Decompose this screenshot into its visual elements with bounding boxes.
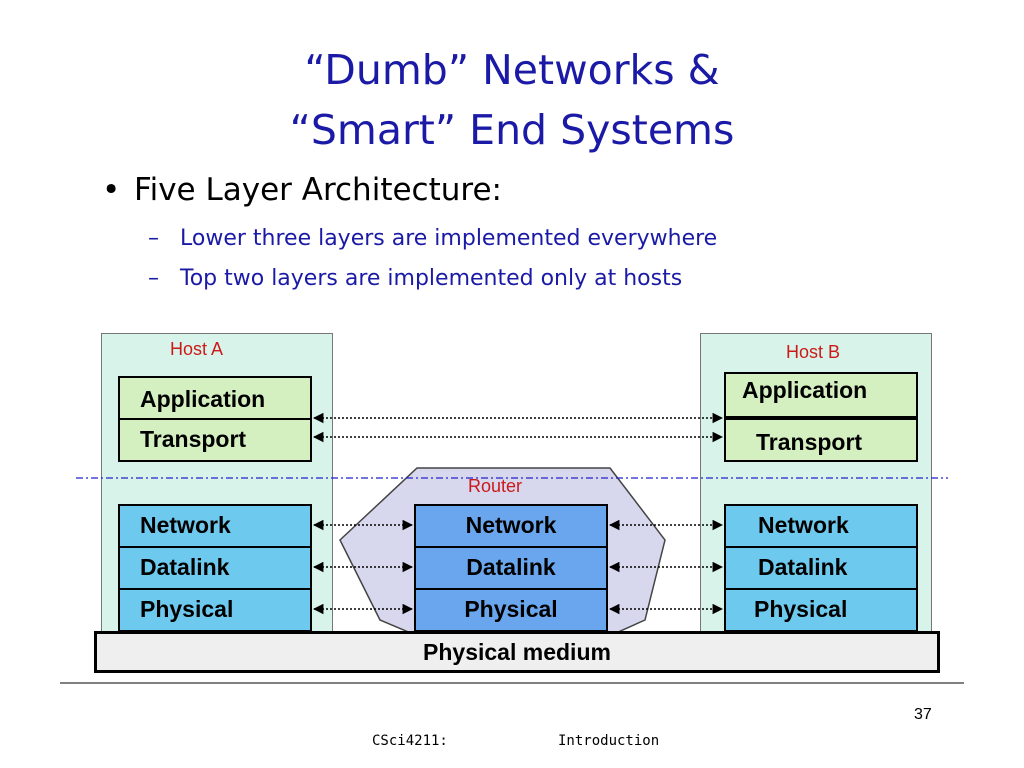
physical-medium: Physical medium xyxy=(94,631,940,673)
footer-course: CSci4211: xyxy=(372,733,448,749)
page-number: 37 xyxy=(914,706,932,723)
sub-bullet-1: Lower three layers are implemented every… xyxy=(180,226,718,251)
footer-topic: Introduction xyxy=(558,733,660,749)
host-a-transport: Transport xyxy=(118,418,312,462)
router-label: Router xyxy=(468,476,523,496)
sub-bullet-2: Top two layers are implemented only at h… xyxy=(180,266,683,291)
host-b-physical: Physical xyxy=(724,588,918,632)
bullet-main: Five Layer Architecture: xyxy=(134,172,502,208)
host-a-label: Host A xyxy=(170,339,224,359)
host-b-transport: Transport xyxy=(724,418,918,462)
bullet-marker: • xyxy=(102,172,121,208)
host-b-network: Network xyxy=(724,504,918,548)
host-a-application: Application xyxy=(118,376,312,420)
router-network: Network xyxy=(414,504,608,548)
router-physical: Physical xyxy=(414,588,608,632)
host-b-datalink: Datalink xyxy=(724,546,918,590)
title-line-1: “Dumb” Networks & xyxy=(304,46,720,94)
host-b-application: Application xyxy=(724,372,918,418)
host-a-datalink: Datalink xyxy=(118,546,312,590)
title-line-2: “Smart” End Systems xyxy=(289,106,735,154)
host-a-physical: Physical xyxy=(118,588,312,632)
host-a-network: Network xyxy=(118,504,312,548)
host-b-label: Host B xyxy=(786,342,841,362)
sub-bullet-dash-2: – xyxy=(148,266,159,291)
sub-bullet-dash-1: – xyxy=(148,226,159,251)
router-datalink: Datalink xyxy=(414,546,608,590)
